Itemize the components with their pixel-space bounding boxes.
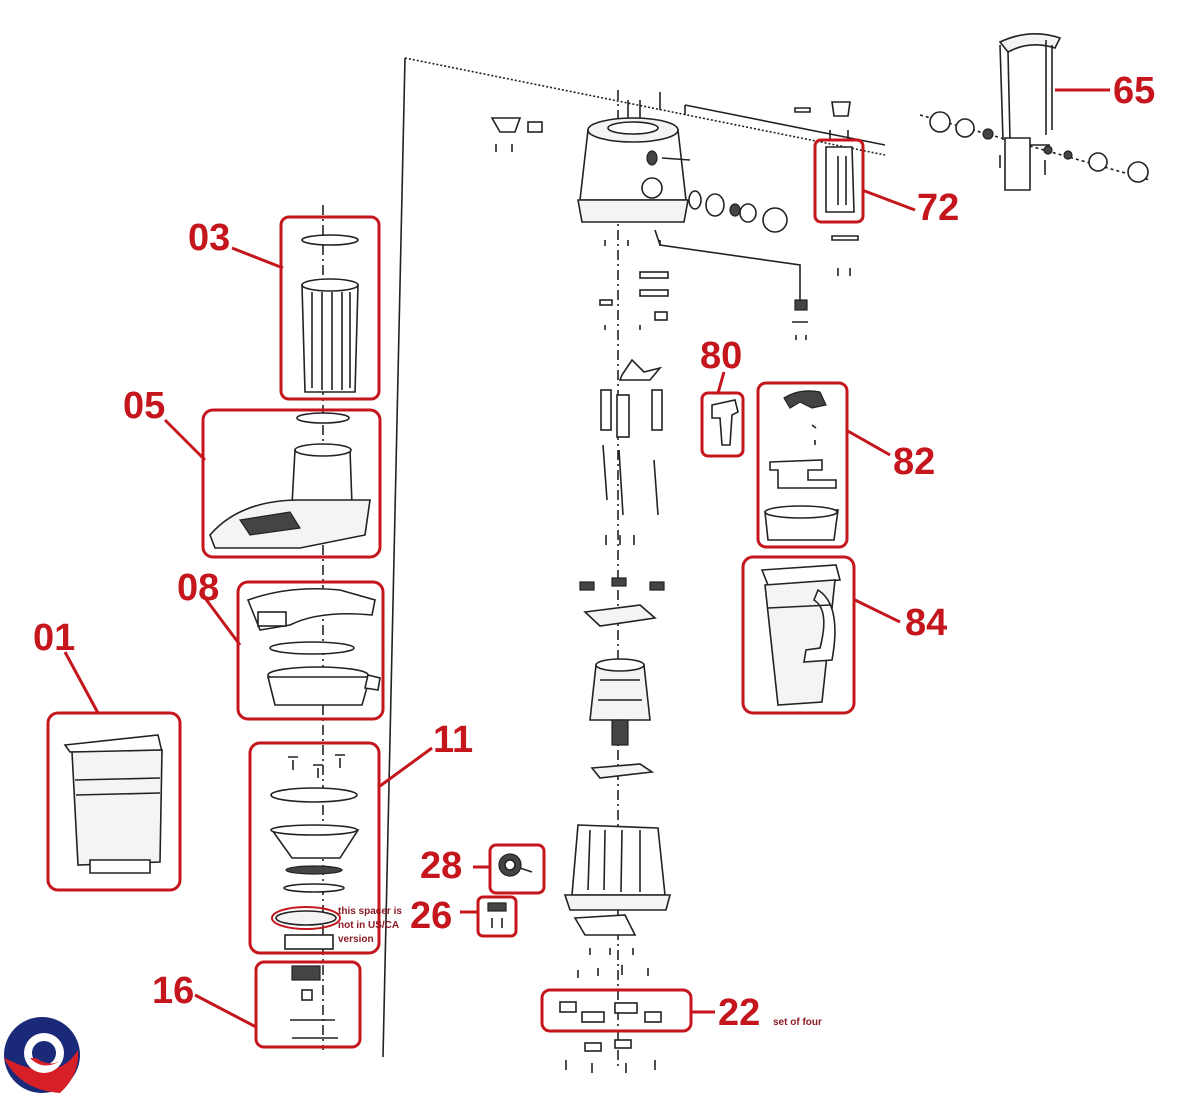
callout-65: 65 <box>1113 70 1155 112</box>
top-bracket <box>490 117 543 152</box>
callout-16: 16 <box>152 970 194 1012</box>
motor-housing <box>577 92 691 223</box>
part-16 <box>254 960 362 1049</box>
base-housing <box>563 824 672 1073</box>
frame-line-left <box>382 57 406 1058</box>
callout-80: 80 <box>700 335 742 377</box>
set-of-four-note: set of four <box>773 1017 822 1028</box>
part-01 <box>46 711 182 892</box>
spacer-note-line-1: this spacer is <box>338 906 402 917</box>
part-82 <box>756 381 849 549</box>
part-80 <box>700 391 745 458</box>
leader-lines <box>63 88 1110 1029</box>
callout-84: 84 <box>905 602 947 644</box>
callout-72: 72 <box>917 187 959 229</box>
part-22 <box>540 988 693 1033</box>
part-26 <box>476 895 518 938</box>
callout-08: 08 <box>177 567 219 609</box>
frame-line-top <box>404 57 886 156</box>
axis-small-parts <box>579 240 669 627</box>
part-03 <box>279 215 381 401</box>
notes: this spacer is not in US/CA version set … <box>338 906 822 1028</box>
spacer-note-line-3: version <box>338 934 374 945</box>
knob-assembly <box>688 190 788 233</box>
callout-05: 05 <box>123 385 165 427</box>
callout-11: 11 <box>433 719 473 761</box>
callout-01: 01 <box>33 617 75 659</box>
wire-connector <box>794 299 808 311</box>
part-84 <box>741 555 856 715</box>
part-72 <box>813 138 865 224</box>
part-11 <box>248 741 381 955</box>
frame-line-right <box>684 104 886 146</box>
motor <box>589 658 655 779</box>
guard-65 <box>929 33 1149 191</box>
callout-82: 82 <box>893 441 935 483</box>
spacer-note-line-2: not in US/CA <box>338 920 399 931</box>
part-28 <box>488 843 546 895</box>
callout-03: 03 <box>188 217 230 259</box>
callout-28: 28 <box>420 845 462 887</box>
callout-22: 22 <box>718 992 760 1034</box>
wire <box>654 229 801 300</box>
part-08 <box>236 580 385 721</box>
right-axis <box>919 114 1151 181</box>
callout-labels: 03 05 08 01 11 16 22 26 28 65 72 80 82 8… <box>33 70 1155 1034</box>
callout-26: 26 <box>410 895 452 937</box>
part-05 <box>201 408 382 559</box>
company-logo <box>4 1017 80 1093</box>
lid-clip <box>794 101 859 276</box>
